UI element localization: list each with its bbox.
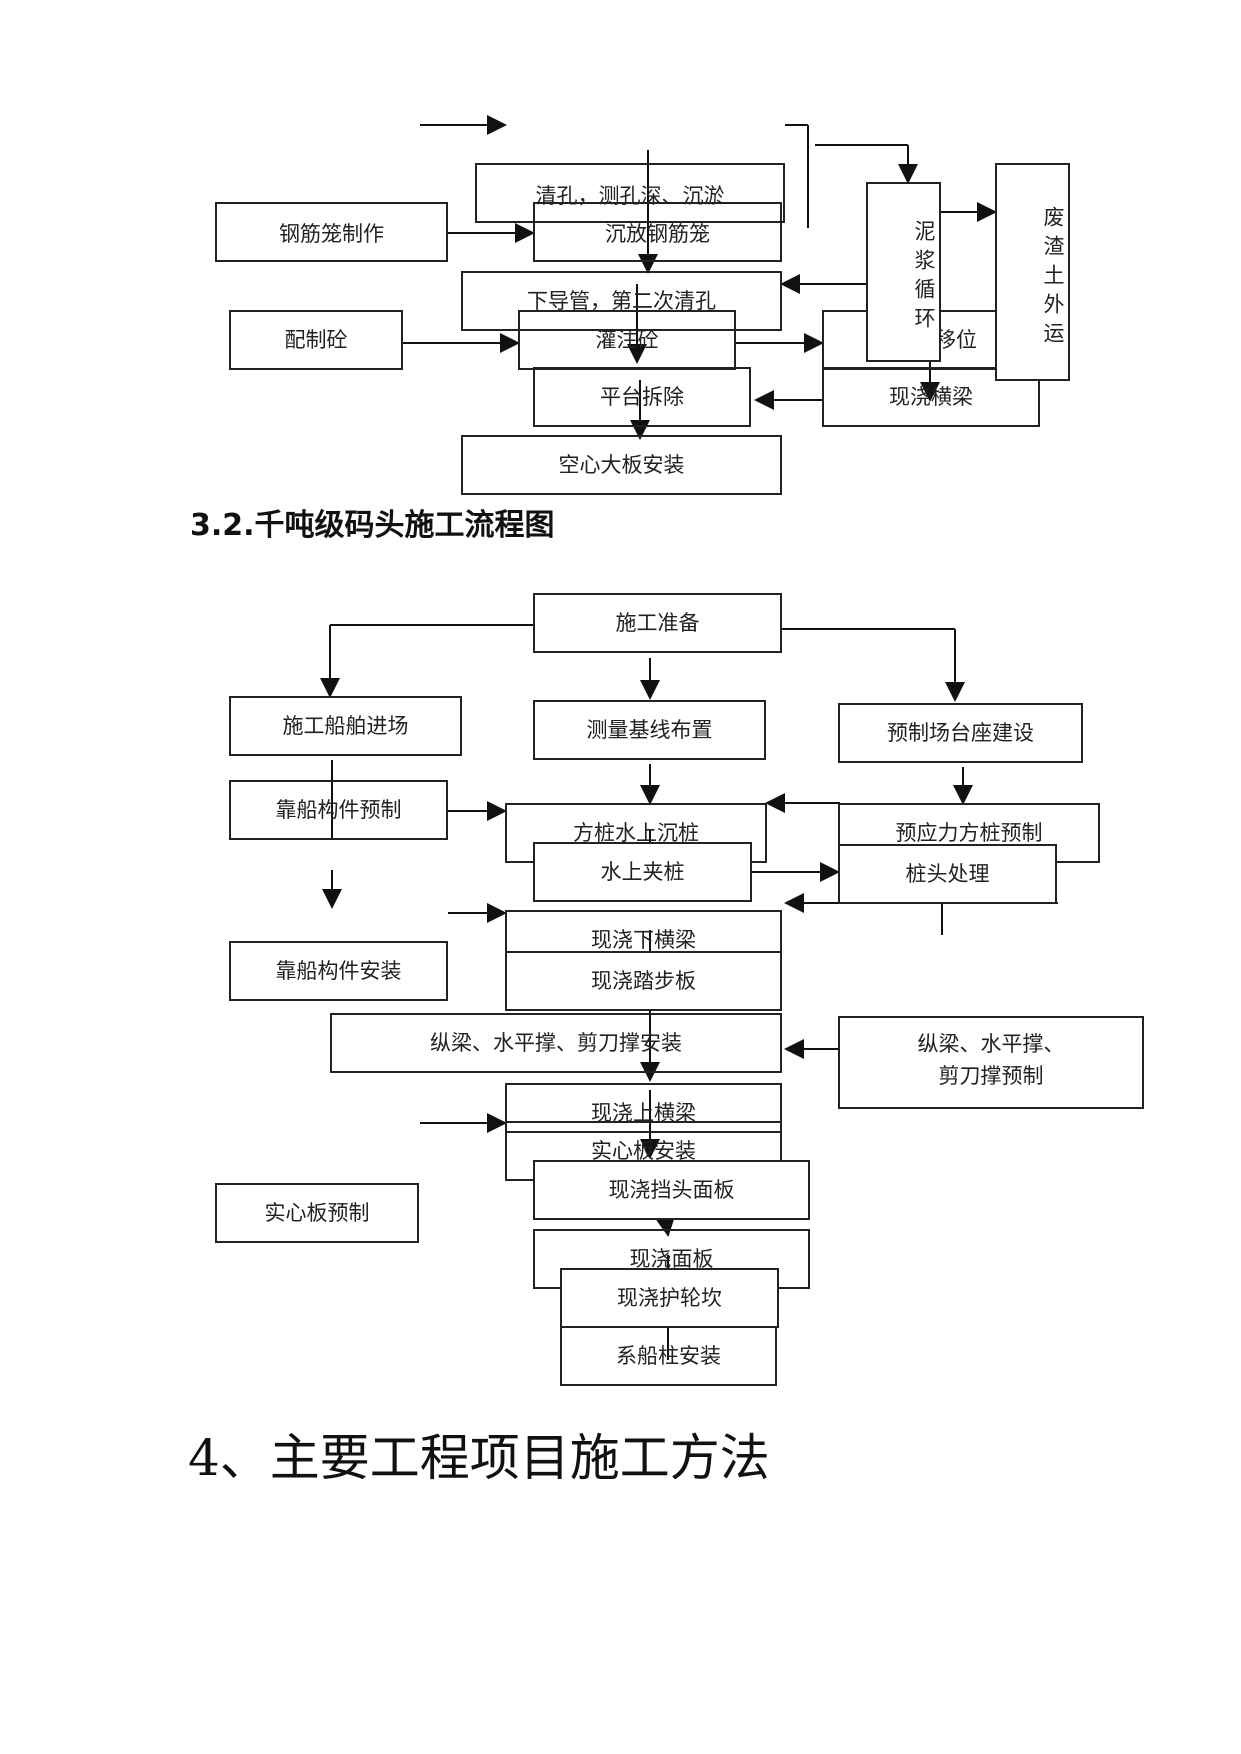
- waste-out-box: 废渣土外运: [995, 163, 1070, 381]
- long-beam-install-box: 纵梁、水平撑、剪刀撑安装: [330, 1013, 782, 1073]
- bollard-box: 系船柱安装: [560, 1326, 777, 1386]
- prep-box: 施工准备: [533, 593, 782, 653]
- step-slab-box: 现浇踏步板: [505, 951, 782, 1011]
- head-panel-box: 现浇挡头面板: [533, 1160, 810, 1220]
- curb-label: 现浇护轮坎: [617, 1286, 722, 1310]
- precast-yard-box: 预制场台座建设: [838, 703, 1083, 763]
- clean-hole-label: 清孔，测孔深、沉淤: [535, 184, 725, 208]
- long-beam-precast-box: 纵梁、水平撑、 剪刀撑预制: [838, 1016, 1144, 1109]
- hollow-slab-label: 空心大板安装: [558, 453, 685, 477]
- prestress-pile-label: 预应力方桩预制: [895, 821, 1043, 845]
- solid-install-label: 实心板安装: [591, 1139, 696, 1163]
- platform-remove-label: 平台拆除: [600, 385, 684, 409]
- fender-precast-label: 靠船构件预制: [275, 798, 402, 822]
- cast-beam-box: 现浇横梁: [822, 367, 1040, 427]
- pile-clamp-box: 水上夹桩: [533, 842, 752, 902]
- solid-precast-box: 实心板预制: [215, 1183, 419, 1243]
- second-clean-label: 下导管，第二次清孔: [527, 289, 716, 313]
- concrete-mix-box: 配制砼: [229, 310, 403, 370]
- pour-concrete-box: 灌注砼: [518, 310, 736, 370]
- mud-cycle-box: 泥浆循环: [866, 182, 941, 362]
- lower-beam-label: 现浇下横梁: [591, 928, 696, 952]
- cast-beam-label: 现浇横梁: [889, 385, 973, 409]
- survey-label: 测量基线布置: [586, 718, 713, 742]
- pile-head-box: 桩头处理: [838, 844, 1057, 904]
- waste-out-label: 废渣土外运: [1041, 205, 1065, 351]
- bollard-label: 系船柱安装: [616, 1344, 721, 1368]
- pile-head-label: 桩头处理: [905, 862, 990, 886]
- cage-sink-label: 沉放钢筋笼: [605, 222, 710, 246]
- curb-box: 现浇护轮坎: [560, 1268, 779, 1328]
- long-beam-install-label: 纵梁、水平撑、剪刀撑安装: [430, 1031, 682, 1055]
- fender-install-label: 靠船构件安装: [275, 959, 402, 983]
- long-beam-precast-label-2: 剪刀撑预制: [938, 1064, 1044, 1088]
- ship-enter-label: 施工船舶进场: [282, 714, 409, 738]
- precast-yard-label: 预制场台座建设: [887, 721, 1034, 745]
- prep-label: 施工准备: [615, 611, 700, 635]
- cage-sink-box: 沉放钢筋笼: [533, 202, 782, 262]
- pour-concrete-label: 灌注砼: [595, 328, 659, 352]
- step-slab-label: 现浇踏步板: [591, 969, 696, 993]
- fender-precast-box: 靠船构件预制: [229, 780, 448, 840]
- section-heading-3-2: 3.2.千吨级码头施工流程图: [190, 508, 555, 543]
- hollow-slab-box: 空心大板安装: [461, 435, 782, 495]
- fender-install-box: 靠船构件安装: [229, 941, 448, 1001]
- pile-sink-label: 方桩水上沉桩: [573, 821, 699, 845]
- head-panel-label: 现浇挡头面板: [608, 1178, 735, 1202]
- survey-box: 测量基线布置: [533, 700, 766, 760]
- deck-label: 现浇面板: [629, 1247, 714, 1271]
- ship-enter-box: 施工船舶进场: [229, 696, 462, 756]
- shift-label: 移位: [935, 328, 977, 352]
- mud-cycle-label: 泥浆循环: [912, 220, 936, 336]
- long-beam-precast-label-1: 纵梁、水平撑、: [917, 1032, 1065, 1056]
- prestress-pile-box: 预应力方桩预制: [838, 803, 1100, 863]
- cage-make-box: 钢筋笼制作: [215, 202, 448, 262]
- solid-precast-label: 实心板预制: [264, 1201, 370, 1225]
- clean-hole-box: 清孔，测孔深、沉淤: [475, 163, 785, 223]
- cage-make-label: 钢筋笼制作: [279, 222, 384, 246]
- platform-remove-box: 平台拆除: [533, 367, 751, 427]
- second-clean-box: 下导管，第二次清孔: [461, 271, 782, 331]
- section-heading-4: 4、主要工程项目施工方法: [188, 1429, 770, 1487]
- pile-clamp-label: 水上夹桩: [600, 860, 685, 884]
- concrete-mix-label: 配制砼: [284, 328, 348, 352]
